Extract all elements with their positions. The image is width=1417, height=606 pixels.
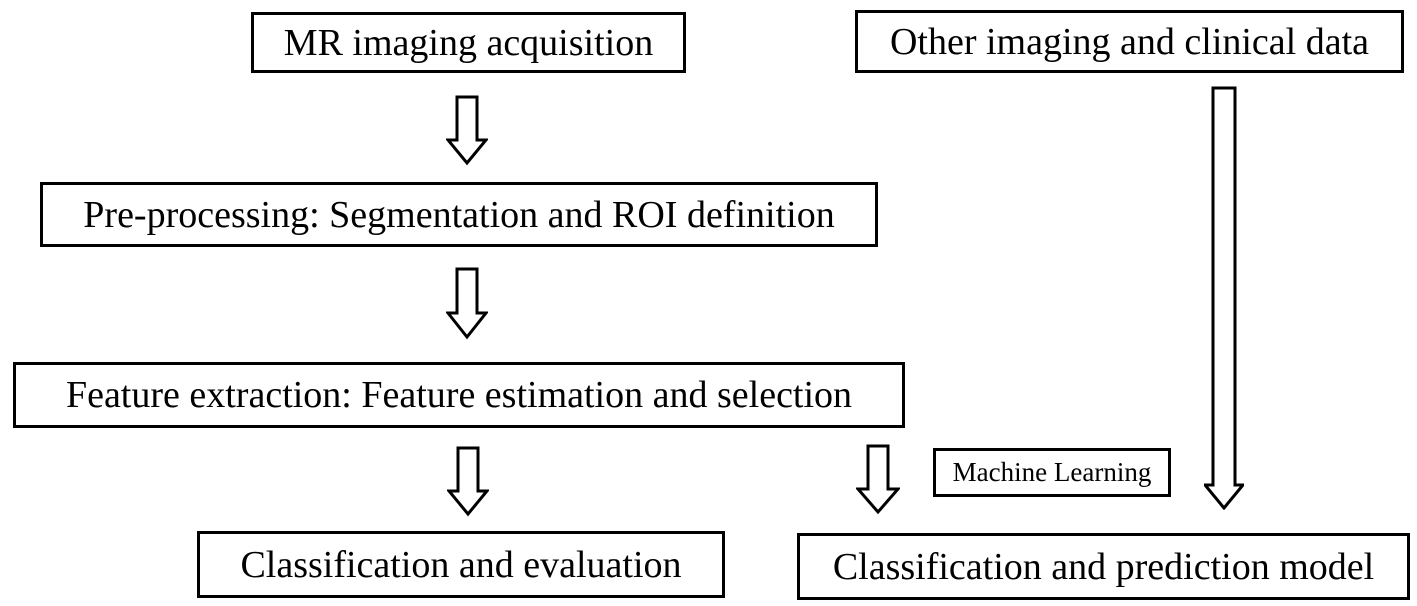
node-mr-imaging-acquisition: MR imaging acquisition — [251, 12, 686, 73]
down-arrow-icon — [856, 444, 900, 515]
node-classification-and-prediction-model: Classification and prediction model — [797, 533, 1410, 600]
node-other-imaging-clinical-data: Other imaging and clinical data — [855, 10, 1404, 73]
node-classification-and-evaluation: Classification and evaluation — [197, 531, 725, 598]
down-arrow-icon — [446, 95, 488, 166]
long-down-arrow-icon — [1204, 86, 1244, 510]
node-preprocessing-segmentation-roi: Pre-processing: Segmentation and ROI def… — [40, 182, 878, 247]
edge-label-machine-learning: Machine Learning — [933, 448, 1171, 497]
node-feature-extraction-estimation-selection: Feature extraction: Feature estimation a… — [13, 362, 905, 428]
down-arrow-icon — [446, 267, 488, 340]
down-arrow-icon — [447, 446, 489, 517]
